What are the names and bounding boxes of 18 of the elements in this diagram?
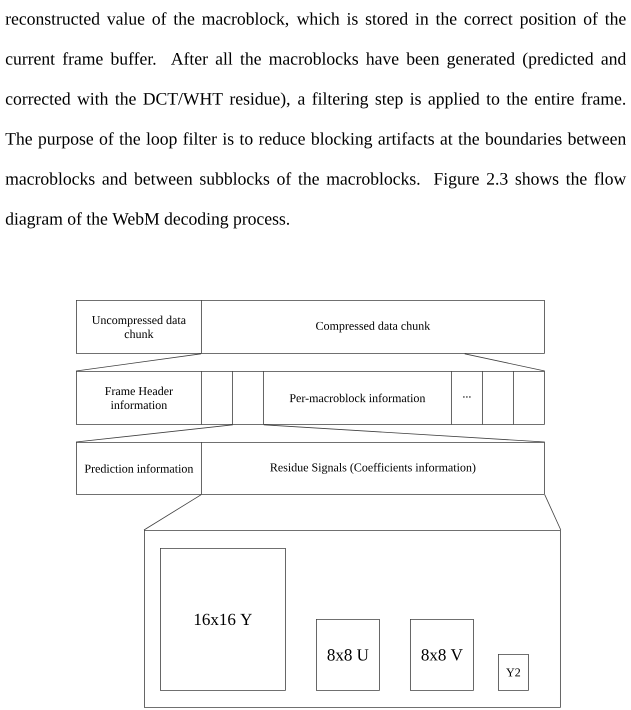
data-box: Prediction information (76, 442, 202, 495)
expansion-line (263, 424, 546, 442)
expansion-line (544, 494, 562, 530)
expansion-line (76, 424, 234, 442)
expansion-line (76, 353, 202, 372)
empty-box (201, 371, 233, 425)
data-box: ... (451, 371, 483, 425)
paragraph: reconstructed value of the macroblock, which is stored in the correct position of the current frame buffer. After all the macroblocks have been generated (predicted and corrected with the DCT/WHT residue), a filtering step is applied to the entire frame. The purpose of the loop filter is to reduce blocking artifacts at the boundaries between macroblocks and between subblocks of the macroblocks. Figure 2.3 shows the flow diagram of the WebM decoding process. (6, 12, 626, 228)
data-box: 8x8 V (410, 619, 474, 691)
data-box: Y2 (498, 654, 529, 691)
empty-box (232, 371, 264, 425)
empty-box (513, 371, 545, 425)
data-box: 8x8 U (316, 619, 380, 691)
expansion-line (144, 494, 202, 530)
data-box: Uncompressed data chunk (76, 300, 202, 354)
empty-box (482, 371, 514, 425)
data-box: 16x16 Y (160, 548, 286, 691)
expansion-line (464, 353, 546, 372)
